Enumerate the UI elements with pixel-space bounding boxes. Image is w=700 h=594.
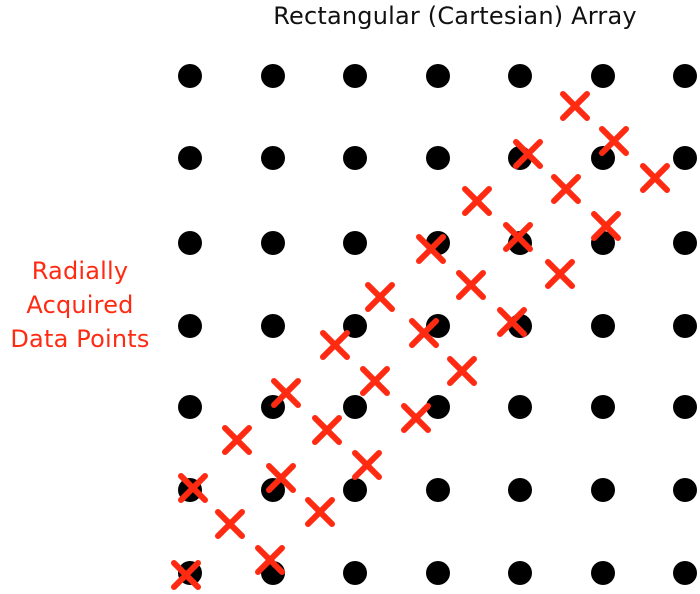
radial-x-point xyxy=(409,318,439,348)
radial-x-point xyxy=(560,91,590,121)
radial-x-point xyxy=(447,356,477,386)
grid-point xyxy=(426,64,450,88)
grid-point xyxy=(261,314,285,338)
grid-point xyxy=(508,395,532,419)
grid-point xyxy=(591,146,615,170)
radial-x-point xyxy=(360,366,390,396)
grid-point xyxy=(426,395,450,419)
grid-point xyxy=(591,561,615,585)
grid-point xyxy=(343,64,367,88)
radial-x-point xyxy=(271,378,301,408)
radial-x-point xyxy=(255,545,285,575)
grid-point xyxy=(673,395,697,419)
grid-point xyxy=(178,231,202,255)
radial-x-point xyxy=(365,282,395,312)
grid-point xyxy=(591,395,615,419)
grid-point xyxy=(591,64,615,88)
radial-x-point xyxy=(178,473,208,503)
grid-point xyxy=(508,561,532,585)
grid-point xyxy=(178,146,202,170)
grid-point xyxy=(343,231,367,255)
radial-x-point xyxy=(305,497,335,527)
grid-point xyxy=(343,478,367,502)
radial-x-point xyxy=(640,163,670,193)
radial-x-point xyxy=(352,450,382,480)
grid-point xyxy=(673,478,697,502)
diagram-title: Rectangular (Cartesian) Array xyxy=(273,2,637,30)
radial-x-point xyxy=(551,174,581,204)
grid-point xyxy=(673,146,697,170)
grid-point xyxy=(178,64,202,88)
grid-point xyxy=(426,561,450,585)
radial-x-point xyxy=(222,425,252,455)
radial-x-point xyxy=(591,211,621,241)
radial-x-point xyxy=(312,415,342,445)
radial-points-label: Radially Acquired Data Points xyxy=(0,254,160,356)
grid-point xyxy=(178,395,202,419)
grid-point xyxy=(591,478,615,502)
grid-point xyxy=(673,64,697,88)
radial-x-point xyxy=(171,560,201,590)
grid-point xyxy=(426,314,450,338)
grid-point xyxy=(508,478,532,502)
radial-x-point xyxy=(599,126,629,156)
radial-x-point xyxy=(215,509,245,539)
grid-point xyxy=(178,314,202,338)
radial-samples xyxy=(171,91,670,590)
cartesian-grid xyxy=(178,64,697,585)
radial-x-point xyxy=(416,234,446,264)
radial-points-label-line-3: Data Points xyxy=(10,325,150,353)
grid-point xyxy=(426,146,450,170)
radial-x-point xyxy=(503,222,533,252)
grid-point xyxy=(673,231,697,255)
radial-x-point xyxy=(320,330,350,360)
radial-x-point xyxy=(497,307,527,337)
grid-point xyxy=(343,395,367,419)
grid-point xyxy=(673,314,697,338)
grid-point xyxy=(591,314,615,338)
radial-points-label-line-2: Acquired xyxy=(26,291,134,319)
radial-x-point xyxy=(266,463,296,493)
grid-point xyxy=(508,64,532,88)
grid-point xyxy=(426,478,450,502)
radial-x-point xyxy=(545,259,575,289)
radial-x-point xyxy=(456,270,486,300)
radial-x-point xyxy=(462,186,492,216)
radial-x-point xyxy=(401,403,431,433)
radial-x-point xyxy=(513,139,543,169)
grid-point xyxy=(261,231,285,255)
grid-point xyxy=(343,561,367,585)
grid-point xyxy=(261,64,285,88)
grid-point xyxy=(261,146,285,170)
radial-points-label-line-1: Radially xyxy=(31,257,129,285)
grid-point xyxy=(673,561,697,585)
grid-point xyxy=(343,146,367,170)
